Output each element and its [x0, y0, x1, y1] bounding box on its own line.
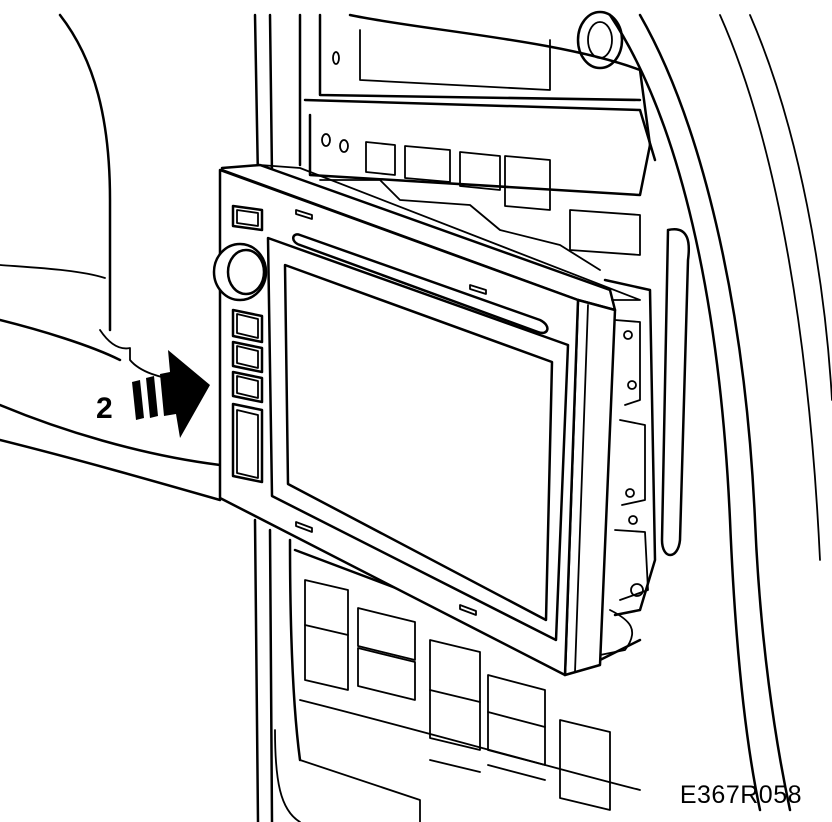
mounting-bracket: [599, 278, 657, 656]
center-console-frame: [253, 10, 691, 822]
radio-unit: [212, 163, 641, 677]
push-direction-arrow: [132, 350, 210, 438]
step-number-label: 2: [96, 392, 113, 425]
dashboard-outline: [0, 13, 832, 812]
figure-code: E367R058: [679, 781, 802, 809]
